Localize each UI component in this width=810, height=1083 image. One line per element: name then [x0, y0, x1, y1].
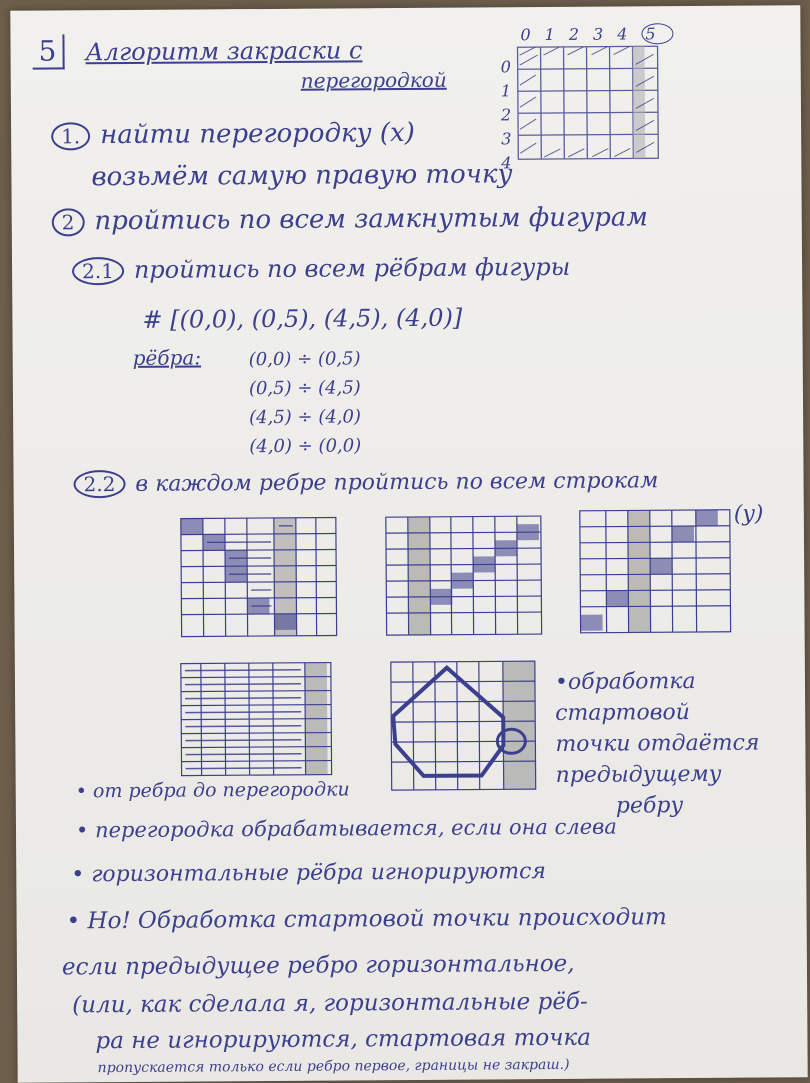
step21: 2.1 пройтись по всем рёбрам фигуры	[71, 252, 571, 286]
bullet-8: пропускается только если ребро первое, г…	[97, 1056, 570, 1077]
edge-item: (4,0) ÷ (0,0)	[249, 435, 362, 458]
step21-number: 2.1	[71, 256, 124, 286]
bullet-4: • Но! Обработка стартовой точки происход…	[66, 904, 667, 935]
side-note-line: предыдущему	[555, 761, 722, 788]
bullet-2: • перегородка обрабатывается, если она с…	[75, 814, 617, 843]
step1: 1. найти перегородку (x)	[51, 118, 415, 151]
bullet-5: если предыдущее ребро горизонтальное,	[61, 950, 575, 981]
sketch-grid-3	[579, 509, 732, 634]
row-label: 2	[500, 105, 512, 125]
bullet-7: ра не игнорируются, стартовая точка	[95, 1024, 592, 1055]
sketch-grid-2	[385, 515, 543, 636]
bullet-1: • от ребра до перегородки	[75, 778, 350, 803]
step2: 2 пройтись по всем замкнутым фигурам	[51, 202, 648, 237]
page-number: 5	[32, 34, 65, 70]
side-note-line: стартовой	[555, 700, 690, 726]
edges-label: рёбра:	[132, 345, 202, 370]
row-label: 0	[500, 57, 511, 77]
top-grid-row-labels: 0 1 2 3 4	[501, 55, 514, 175]
edge-item: (4,5) ÷ (4,0)	[249, 406, 362, 429]
y-label: (y)	[733, 501, 764, 527]
side-note-line: точки отдаётся	[555, 730, 760, 757]
step22-text: в каждом ребре пройтись по всем строкам	[135, 468, 659, 497]
row-label: 3	[501, 129, 512, 149]
edge-item: (0,0) ÷ (0,5)	[248, 348, 361, 371]
col-label: 5	[641, 23, 674, 45]
step1-number: 1.	[51, 122, 91, 151]
edge-item: (0,5) ÷ (4,5)	[248, 377, 361, 400]
col-label: 0	[520, 25, 545, 45]
bullet-3: • горизонтальные рёбра игнорируются	[71, 859, 547, 888]
side-note: •обработка стартовой точки отдаётся пред…	[555, 665, 796, 822]
col-label: 2	[568, 24, 594, 44]
step1-text: найти перегородку (x)	[100, 117, 415, 151]
sketch-grid-5	[390, 660, 537, 791]
step1-sub: возьмём самую правую точку	[91, 159, 513, 193]
sketch-grid-1	[180, 516, 338, 638]
step22: 2.2 в каждом ребре пройтись по всем строк…	[73, 466, 659, 499]
step21-text: пройтись по всем рёбрам фигуры	[133, 252, 571, 284]
page-title: Алгоритм закраски с	[85, 36, 363, 67]
edges-list: (0,0) ÷ (0,5) (0,5) ÷ (4,5) (4,5) ÷ (4,0…	[249, 344, 450, 461]
step2-number: 2	[51, 208, 85, 237]
col-label: 1	[544, 24, 569, 45]
step22-number: 2.2	[73, 469, 126, 499]
col-label: 4	[617, 24, 642, 44]
bullet-6: (или, как сделала я, горизонтальные рёб-	[72, 988, 588, 1019]
side-note-line: •обработка	[554, 669, 696, 695]
sketch-grid-4	[180, 661, 333, 777]
step21-points: # [(0,0), (0,5), (4,5), (4,0)]	[142, 303, 463, 334]
step2-text: пройтись по всем замкнутым фигурам	[94, 202, 648, 237]
notebook-page: 5 Алгоритм закраски с перегородкой 01234…	[10, 5, 808, 1083]
row-label: 1	[500, 81, 512, 101]
top-grid	[516, 45, 659, 160]
col-label: 3	[592, 24, 618, 44]
page-title-line2: перегородкой	[300, 67, 447, 93]
